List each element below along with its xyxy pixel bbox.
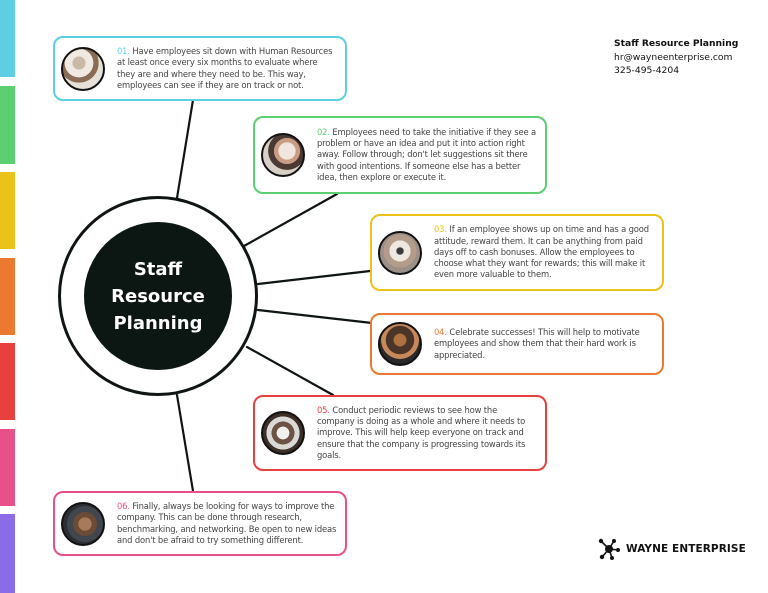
- brand-logo: WAYNE ENTERPRISE: [598, 538, 746, 560]
- connector-01: [175, 98, 195, 200]
- card-05-text: 05. Conduct periodic reviews to see how …: [317, 405, 545, 461]
- review-meeting-photo: [261, 411, 305, 455]
- team-meeting-photo: [61, 46, 105, 91]
- card-03: 03. If an employee shows up on time and …: [370, 214, 664, 291]
- card-02-body: Employees need to take the initiative if…: [317, 126, 536, 182]
- card-06-text: 06. Finally, always be looking for ways …: [117, 501, 345, 546]
- contact-email: hr@wayneenterprise.com: [614, 51, 733, 63]
- card-06: 06. Finally, always be looking for ways …: [53, 491, 347, 556]
- network-nodes-icon: [598, 538, 620, 560]
- stripe-purple: [0, 514, 15, 593]
- card-05: 05. Conduct periodic reviews to see how …: [253, 395, 547, 471]
- contact-title: Staff Resource Planning: [614, 38, 739, 49]
- connector-05: [245, 345, 335, 397]
- card-04: 04. Celebrate successes! This will help …: [370, 313, 664, 375]
- hub-title: Staff Resource Planning: [111, 258, 205, 334]
- card-02-number: 02.: [317, 126, 330, 137]
- card-02: 02. Employees need to take the initiativ…: [253, 116, 547, 194]
- connector-02: [242, 192, 339, 248]
- card-01-text: 01. Have employees sit down with Human R…: [117, 46, 345, 91]
- stripe-orange: [0, 258, 15, 335]
- stripe-yellow: [0, 172, 15, 249]
- card-02-text: 02. Employees need to take the initiativ…: [317, 127, 545, 183]
- card-03-number: 03.: [434, 224, 447, 235]
- card-03-text: 03. If an employee shows up on time and …: [434, 224, 662, 280]
- connector-04: [256, 308, 374, 325]
- office-discussion-photo: [261, 133, 305, 177]
- cash-reward-photo: [378, 230, 422, 275]
- stripe-pink: [0, 429, 15, 506]
- card-03-body: If an employee shows up on time and has …: [434, 224, 649, 280]
- card-06-number: 06.: [117, 500, 130, 511]
- card-06-body: Finally, always be looking for ways to i…: [117, 500, 337, 545]
- connector-03: [256, 269, 372, 286]
- card-05-number: 05.: [317, 404, 330, 415]
- card-01-body: Have employees sit down with Human Resou…: [117, 45, 333, 90]
- card-01-number: 01.: [117, 45, 130, 56]
- card-04-body: Celebrate successes! This will help to m…: [434, 327, 640, 360]
- card-04-number: 04.: [434, 327, 447, 338]
- stripe-green: [0, 86, 15, 164]
- celebration-photo: [378, 322, 422, 366]
- card-01: 01. Have employees sit down with Human R…: [53, 36, 347, 101]
- card-04-text: 04. Celebrate successes! This will help …: [434, 327, 662, 361]
- stripe-red: [0, 343, 15, 420]
- hub-circle: Staff Resource Planning: [84, 222, 232, 370]
- card-05-body: Conduct periodic reviews to see how the …: [317, 404, 526, 460]
- brand-name: WAYNE ENTERPRISE: [626, 543, 746, 555]
- stripe-cyan: [0, 0, 15, 77]
- connector-06: [175, 393, 195, 493]
- handshake-photo: [61, 501, 105, 546]
- contact-phone: 325-495-4204: [614, 65, 680, 76]
- contact-info: Staff Resource Planning hr@wayneenterpri…: [614, 37, 738, 78]
